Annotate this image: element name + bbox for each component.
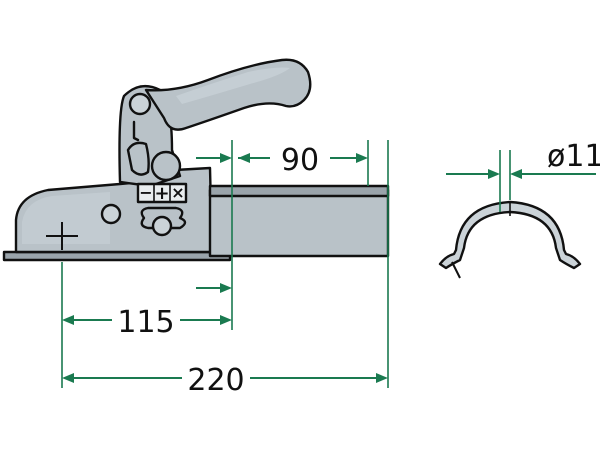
- housing-bolt: [100, 203, 122, 225]
- drawbar-shaft-top: [208, 184, 390, 198]
- handle-highlight: [176, 67, 290, 104]
- drawbar-shaft: [208, 188, 390, 258]
- clamp-band: [438, 200, 582, 270]
- clamp-profile: [438, 200, 582, 279]
- dimension-220: 220: [62, 363, 388, 398]
- dimension-220-label: 220: [187, 363, 244, 398]
- coupling-head: − + ×: [2, 58, 390, 262]
- dimension-115-label: 115: [117, 305, 174, 340]
- wing-nut-hub: [151, 215, 173, 237]
- dimension-diameter-label: ø11: [547, 139, 600, 174]
- pivot-slot: [132, 120, 140, 142]
- ball-center-mark: [46, 222, 78, 250]
- indicator-minus: −: [139, 183, 152, 202]
- dimension-90: 90: [196, 143, 368, 178]
- wear-indicator-plate: [136, 182, 188, 204]
- indicator-plus: +: [154, 183, 169, 204]
- indicator-cross: ×: [171, 183, 184, 202]
- dimension-diameter-11: ø11: [446, 139, 600, 179]
- pivot-rivet: [128, 92, 152, 116]
- latch-arm: [126, 141, 150, 176]
- extension-lines: [61, 140, 511, 388]
- latch-knob: [150, 150, 182, 182]
- dimension-90-label: 90: [281, 143, 319, 178]
- housing-highlight: [22, 192, 110, 244]
- dimension-115: 115: [62, 283, 232, 340]
